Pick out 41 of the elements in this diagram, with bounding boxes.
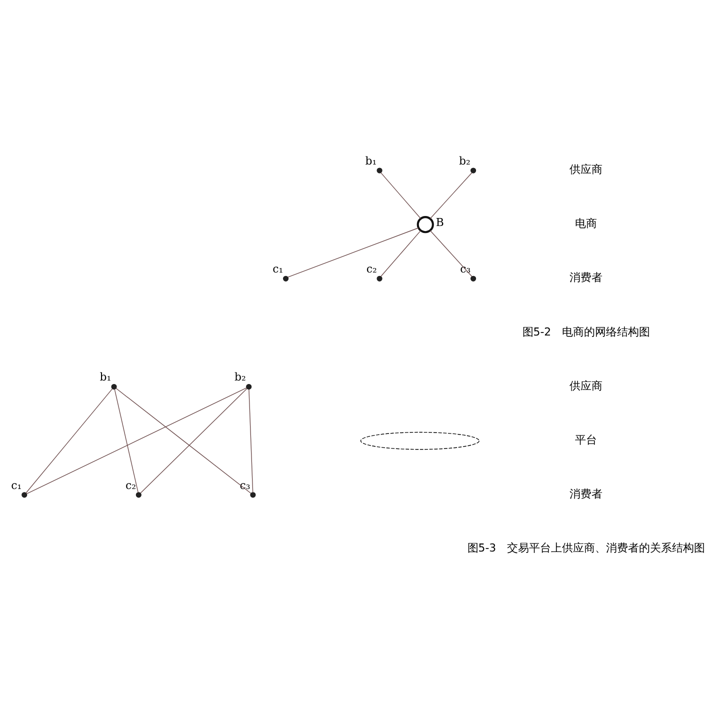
connector bbox=[380, 172, 422, 218]
node-label: B bbox=[436, 216, 444, 229]
connector bbox=[140, 388, 248, 493]
connector bbox=[26, 388, 113, 493]
label: 电商 bbox=[575, 216, 598, 230]
label: 平台 bbox=[575, 432, 598, 446]
node-label: b₁ bbox=[365, 154, 377, 167]
connector bbox=[26, 386, 247, 494]
node-label: b₂ bbox=[458, 154, 470, 167]
connector bbox=[380, 230, 421, 276]
node-ellipse bbox=[360, 431, 480, 450]
node-circle bbox=[376, 275, 382, 281]
node-label: c₁ bbox=[11, 478, 22, 492]
node-circle bbox=[136, 492, 142, 498]
connector bbox=[287, 227, 419, 278]
label: 供应商 bbox=[570, 378, 603, 392]
node-circle bbox=[470, 275, 476, 281]
label: 图5-2 电商的网络结构图 bbox=[522, 324, 650, 338]
node-circle bbox=[470, 167, 476, 173]
label: 消费者 bbox=[570, 486, 603, 500]
node-circle bbox=[282, 275, 289, 281]
node-circle bbox=[376, 167, 382, 173]
connector bbox=[248, 388, 254, 492]
connector bbox=[116, 387, 252, 494]
node-label: b₁ bbox=[100, 370, 112, 384]
node-label: c₂ bbox=[125, 478, 136, 492]
connector bbox=[114, 388, 138, 492]
node-circle bbox=[111, 383, 117, 390]
connector bbox=[430, 172, 472, 218]
node-ring bbox=[416, 216, 434, 233]
label: 消费者 bbox=[570, 270, 603, 284]
node-label: c₁ bbox=[272, 262, 284, 276]
node-circle bbox=[250, 492, 256, 498]
node-circle bbox=[22, 492, 28, 498]
node-label: c₃ bbox=[240, 478, 250, 492]
node-circle bbox=[246, 383, 252, 390]
node-label: b₂ bbox=[234, 370, 246, 384]
connector bbox=[430, 230, 472, 276]
node-label: c₂ bbox=[366, 262, 377, 276]
label: 图5-3 交易平台上供应商、消费者的关系结构图 bbox=[467, 541, 706, 554]
label: 供应商 bbox=[570, 162, 603, 176]
